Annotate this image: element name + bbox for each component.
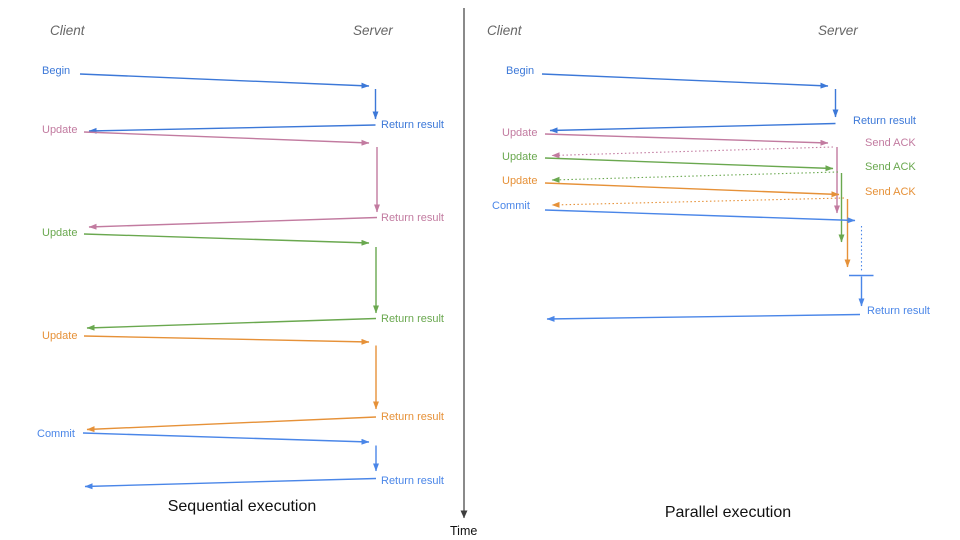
seq-commit-response-arrow xyxy=(84,477,377,490)
seq-update3-request-arrow xyxy=(83,335,370,345)
seq-begin-return-label: Return result xyxy=(381,119,444,131)
seq-client-header: Client xyxy=(50,23,85,38)
par-update2-label: Update xyxy=(502,151,538,163)
seq-commit-return-label: Return result xyxy=(381,475,444,487)
par-commit-return-label: Return result xyxy=(867,305,930,317)
sequential-panel-wires xyxy=(79,73,380,490)
sequential-panel-title: Sequential execution xyxy=(167,498,317,515)
par-update1-ack-dotted-arrow xyxy=(551,146,834,159)
par-begin-response-arrow xyxy=(549,122,836,134)
seq-commit-label: Commit xyxy=(37,428,75,440)
seq-update2-label: Update xyxy=(42,227,78,239)
par-begin-label: Begin xyxy=(506,65,535,77)
seq-update2-response-arrow xyxy=(86,317,377,331)
seq-begin-response-arrow xyxy=(88,124,376,134)
parallel-panel-wires xyxy=(541,73,874,322)
seq-update2-request-arrow xyxy=(83,233,370,246)
seq-begin-label: Begin xyxy=(42,65,71,77)
seq-update1-request-arrow xyxy=(83,131,370,146)
par-update2-ack-label: Send ACK xyxy=(865,161,916,173)
par-update2-request-arrow xyxy=(544,157,834,172)
seq-update1-label: Update xyxy=(42,124,78,136)
par-commit-response-arrow xyxy=(546,313,861,322)
parallel-panel-title: Parallel execution xyxy=(664,504,792,521)
par-commit-label: Commit xyxy=(492,200,530,212)
par-begin-request-arrow xyxy=(541,73,829,89)
seq-update3-label: Update xyxy=(42,330,78,342)
par-update2-ack-dotted-arrow xyxy=(551,171,839,183)
par-update3-ack-dotted-arrow xyxy=(551,197,845,208)
seq-update1-response-arrow xyxy=(88,216,378,230)
seq-commit-request-arrow xyxy=(82,432,370,445)
par-client-header: Client xyxy=(487,23,522,38)
seq-update3-return-label: Return result xyxy=(381,411,444,423)
seq-server-header: Server xyxy=(353,23,393,38)
time-axis-label: Time xyxy=(450,524,478,538)
par-begin-return-label: Return result xyxy=(853,115,916,127)
par-commit-request-arrow xyxy=(544,209,856,224)
par-update3-ack-label: Send ACK xyxy=(865,186,916,198)
par-update3-label: Update xyxy=(502,175,538,187)
seq-update3-response-arrow xyxy=(86,416,377,433)
par-update1-ack-label: Send ACK xyxy=(865,137,916,149)
par-update1-label: Update xyxy=(502,127,538,139)
seq-update1-return-label: Return result xyxy=(381,212,444,224)
seq-update2-return-label: Return result xyxy=(381,313,444,325)
par-server-header: Server xyxy=(818,23,858,38)
par-update3-request-arrow xyxy=(544,182,840,198)
seq-begin-request-arrow xyxy=(79,73,370,89)
par-update1-request-arrow xyxy=(544,133,829,146)
